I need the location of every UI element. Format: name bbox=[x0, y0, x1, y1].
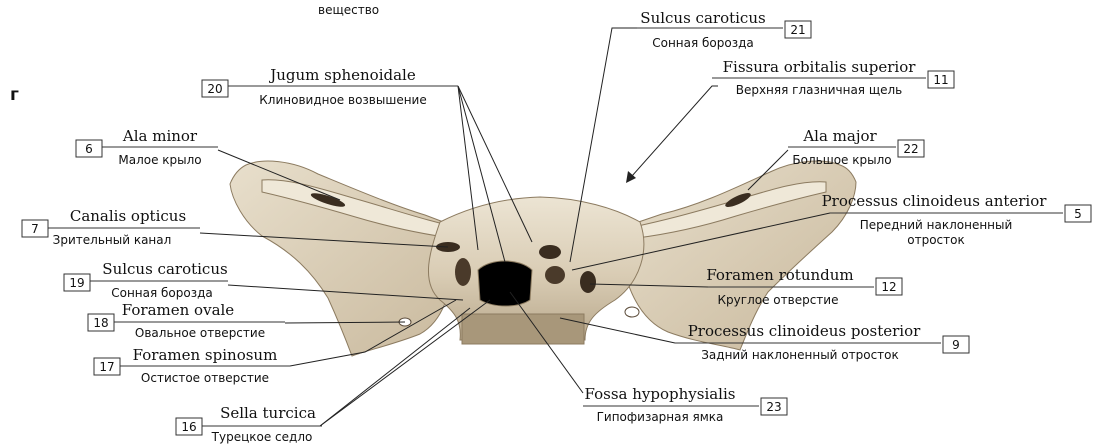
label-17-number: 17 bbox=[99, 360, 114, 374]
label-20-number: 20 bbox=[207, 82, 222, 96]
label-18-latin: Foramen ovale bbox=[122, 301, 235, 319]
label-11-russian: Верхняя глазничная щель bbox=[736, 83, 903, 97]
label-16: 16 Sella turcica Турецкое седло bbox=[176, 404, 322, 444]
label-22-number: 22 bbox=[903, 142, 918, 156]
label-7-latin: Canalis opticus bbox=[70, 207, 186, 225]
label-19-number: 19 bbox=[69, 276, 84, 290]
label-20-russian: Клиновидное возвышение bbox=[259, 93, 426, 107]
label-12-latin: Foramen rotundum bbox=[706, 266, 853, 284]
label-17: 17 Foramen spinosum Остистое отверстие bbox=[94, 346, 290, 385]
sphenoid-base bbox=[462, 314, 584, 344]
label-23: Fossa hypophysialis Гипофизарная ямка 23 bbox=[583, 385, 787, 424]
label-16-number: 16 bbox=[181, 420, 196, 434]
right-clinoid-hole bbox=[545, 266, 565, 284]
label-12: Foramen rotundum Круглое отверстие 12 bbox=[706, 266, 902, 307]
label-9-number: 9 bbox=[952, 338, 960, 352]
label-5: Processus clinoideus anterior Передний н… bbox=[822, 192, 1091, 247]
label-18: 18 Foramen ovale Овальное отверстие bbox=[88, 301, 285, 340]
label-21-latin: Sulcus caroticus bbox=[640, 9, 765, 27]
label-16-russian: Турецкое седло bbox=[211, 430, 313, 444]
label-18-russian: Овальное отверстие bbox=[135, 326, 265, 340]
label-5-number: 5 bbox=[1074, 207, 1082, 221]
left-rotundum-hole bbox=[455, 258, 471, 286]
top-caption: вещество bbox=[318, 3, 379, 17]
label-6: 6 Ala minor Малое крыло bbox=[76, 127, 218, 167]
right-oval-hole bbox=[625, 307, 639, 317]
label-11-latin: Fissura orbitalis superior bbox=[723, 58, 917, 76]
right-rotundum-hole bbox=[580, 271, 596, 293]
label-22-russian: Большое крыло bbox=[792, 153, 891, 167]
label-16-latin: Sella turcica bbox=[220, 404, 316, 422]
label-17-russian: Остистое отверстие bbox=[141, 371, 269, 385]
label-5-russian: Передний наклоненный bbox=[860, 218, 1013, 232]
label-19: 19 Sulcus caroticus Сонная борозда bbox=[64, 260, 228, 300]
label-19-russian: Сонная борозда bbox=[111, 286, 213, 300]
label-6-latin: Ala minor bbox=[122, 127, 198, 145]
label-21-number: 21 bbox=[790, 23, 805, 37]
label-11-number: 11 bbox=[933, 73, 948, 87]
label-21: Sulcus caroticus Сонная борозда 21 bbox=[637, 9, 811, 50]
label-12-russian: Круглое отверстие bbox=[718, 293, 839, 307]
label-9-russian: Задний наклоненный отросток bbox=[701, 348, 899, 362]
label-23-russian: Гипофизарная ямка bbox=[597, 410, 724, 424]
sella-region bbox=[478, 261, 532, 306]
label-17-latin: Foramen spinosum bbox=[133, 346, 278, 364]
label-7-russian: Зрительный канал bbox=[53, 233, 172, 247]
right-optic-hole bbox=[539, 245, 561, 259]
label-23-number: 23 bbox=[766, 400, 781, 414]
label-6-russian: Малое крыло bbox=[118, 153, 201, 167]
label-20: 20 Jugum sphenoidale Клиновидное возвыше… bbox=[202, 66, 458, 107]
label-19-latin: Sulcus caroticus bbox=[102, 260, 227, 278]
label-11: Fissura orbitalis superior Верхняя глазн… bbox=[712, 58, 954, 97]
label-20-latin: Jugum sphenoidale bbox=[268, 66, 416, 84]
label-7: 7 Canalis opticus Зрительный канал bbox=[22, 207, 200, 247]
panel-letter: г bbox=[10, 85, 19, 105]
label-5-russian2: отросток bbox=[907, 233, 964, 247]
label-23-latin: Fossa hypophysialis bbox=[585, 385, 736, 403]
label-12-number: 12 bbox=[881, 280, 896, 294]
label-22: Ala major Большое крыло 22 bbox=[788, 127, 924, 167]
label-21-russian: Сонная борозда bbox=[652, 36, 754, 50]
label-7-number: 7 bbox=[31, 222, 39, 236]
label-18-number: 18 bbox=[93, 316, 108, 330]
label-5-latin: Processus clinoideus anterior bbox=[822, 192, 1048, 210]
label-6-number: 6 bbox=[85, 142, 93, 156]
label-22-latin: Ala major bbox=[802, 127, 877, 145]
label-9-latin: Processus clinoideus posterior bbox=[688, 322, 921, 340]
